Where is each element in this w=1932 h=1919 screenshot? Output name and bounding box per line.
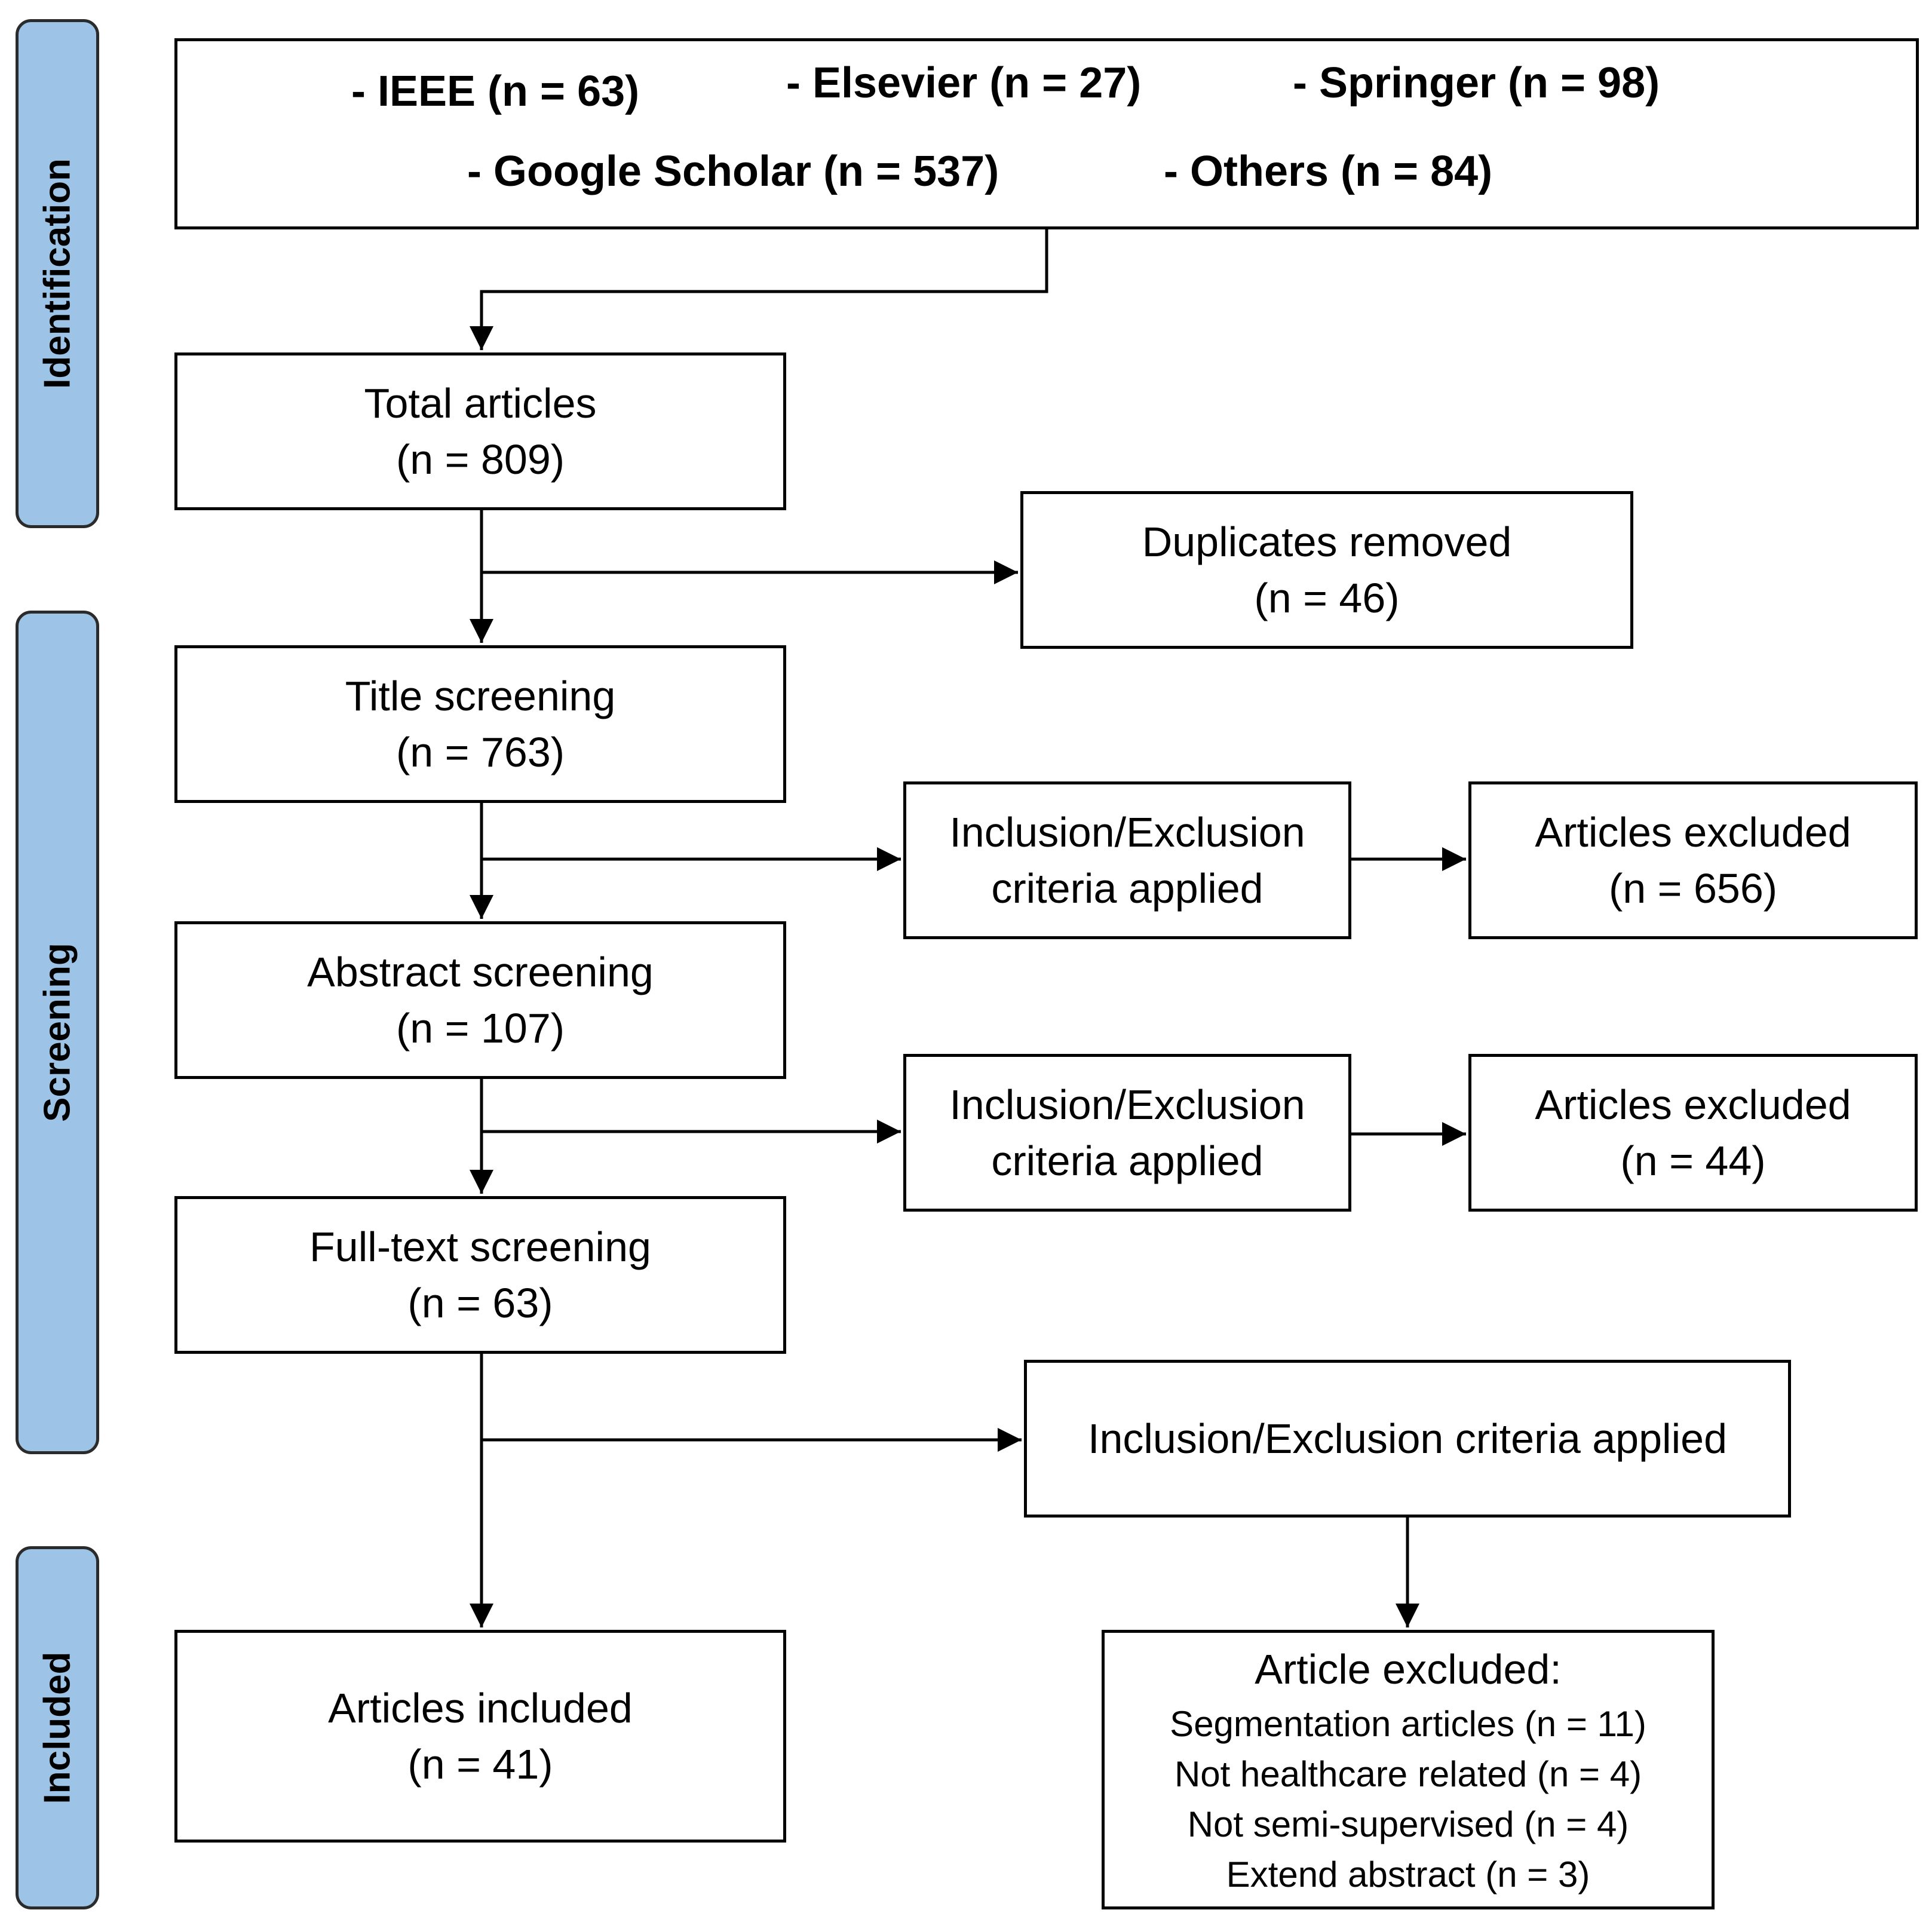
total-articles-label: Total articles [364, 380, 597, 427]
phase-included: Included [16, 1546, 99, 1909]
title-screening-label: Title screening [345, 673, 616, 719]
phase-identification: Identification [16, 19, 99, 528]
articles-included-box: Articles included (n = 41) [174, 1630, 786, 1843]
article-excluded-title: Article excluded: [1255, 1646, 1562, 1693]
excluded-reason-item: Extend abstract (n = 3) [1226, 1854, 1590, 1895]
duplicates-removed-box: Duplicates removed (n = 46) [1020, 491, 1633, 649]
excluded-reason-item: Segmentation articles (n = 11) [1170, 1704, 1646, 1744]
criteria-1-line1: Inclusion/Exclusion [949, 809, 1305, 856]
sources-box [174, 38, 1919, 229]
criteria-2-line1: Inclusion/Exclusion [949, 1081, 1305, 1128]
abstract-screening-count: (n = 107) [395, 1005, 565, 1052]
excluded-reason-item: Not healthcare related (n = 4) [1174, 1754, 1642, 1794]
fulltext-screening-label: Full-text screening [309, 1224, 651, 1270]
source-ieee: - IEEE (n = 63) [351, 68, 640, 115]
source-elsevier: - Elsevier (n = 27) [786, 59, 1142, 107]
title-screening-box: Title screening (n = 763) [174, 645, 786, 803]
connector-sources-to-total [470, 229, 1048, 350]
articles-excluded-2-count: (n = 44) [1620, 1138, 1766, 1184]
source-google-scholar: - Google Scholar (n = 537) [467, 148, 999, 195]
criteria-1-line2: criteria applied [991, 865, 1264, 912]
abstract-screening-box: Abstract screening (n = 107) [174, 921, 786, 1079]
articles-excluded-1-count: (n = 656) [1608, 865, 1778, 912]
total-articles-box: Total articles (n = 809) [174, 352, 786, 510]
criteria-box-1: Inclusion/Exclusion criteria applied [903, 781, 1351, 939]
articles-included-label: Articles included [328, 1685, 633, 1731]
title-screening-count: (n = 763) [395, 729, 565, 775]
excluded-reason-item: Not semi-supervised (n = 4) [1187, 1804, 1629, 1844]
duplicates-removed-count: (n = 46) [1254, 575, 1400, 621]
articles-included-count: (n = 41) [407, 1741, 553, 1788]
duplicates-removed-label: Duplicates removed [1142, 519, 1512, 565]
source-springer: - Springer (n = 98) [1293, 59, 1660, 107]
abstract-screening-label: Abstract screening [307, 949, 654, 995]
phase-screening: Screening [16, 611, 99, 1454]
criteria-3-label: Inclusion/Exclusion criteria applied [1088, 1415, 1727, 1462]
criteria-box-2: Inclusion/Exclusion criteria applied [903, 1054, 1351, 1212]
articles-excluded-box-1: Articles excluded (n = 656) [1468, 781, 1918, 939]
fulltext-screening-box: Full-text screening (n = 63) [174, 1196, 786, 1354]
fulltext-screening-count: (n = 63) [407, 1280, 553, 1326]
article-excluded-final-box: Article excluded: Segmentation articles … [1102, 1630, 1715, 1909]
articles-excluded-1-label: Articles excluded [1535, 809, 1851, 856]
articles-excluded-box-2: Articles excluded (n = 44) [1468, 1054, 1918, 1212]
source-others: - Others (n = 84) [1164, 148, 1493, 195]
articles-excluded-2-label: Articles excluded [1535, 1081, 1851, 1128]
criteria-box-3: Inclusion/Exclusion criteria applied [1024, 1360, 1791, 1518]
total-articles-count: (n = 809) [395, 436, 565, 483]
criteria-2-line2: criteria applied [991, 1138, 1264, 1184]
